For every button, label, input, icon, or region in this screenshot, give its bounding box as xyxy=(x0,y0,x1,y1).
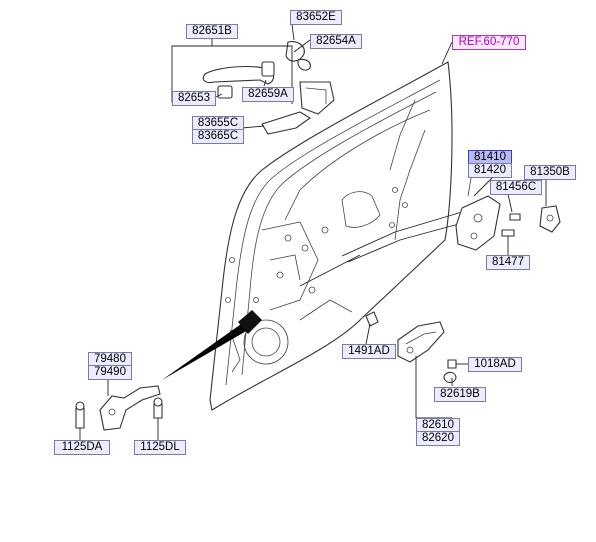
part-label-82620[interactable]: 82620 xyxy=(416,431,460,446)
part-label-82651b[interactable]: 82651B xyxy=(186,24,238,39)
part-label-81456c[interactable]: 81456C xyxy=(490,180,542,195)
part-label-82654a[interactable]: 82654A xyxy=(310,34,362,49)
leader-81410 xyxy=(473,175,495,197)
part-label-83652e[interactable]: 83652E xyxy=(290,10,342,25)
part-label-82653[interactable]: 82653 xyxy=(172,91,216,106)
part-label-83655c[interactable]: 83655C xyxy=(192,116,244,131)
part-label-1125da[interactable]: 1125DA xyxy=(54,440,110,455)
door-checker-group xyxy=(75,385,163,431)
part-label-81350b[interactable]: 81350B xyxy=(524,165,576,180)
leader-82651b-b xyxy=(212,45,293,104)
part-label-81420[interactable]: 81420 xyxy=(468,163,512,178)
part-label-1125dl[interactable]: 1125DL xyxy=(134,440,186,455)
part-label-82659a[interactable]: 82659A xyxy=(242,87,294,102)
door-panel xyxy=(209,61,467,411)
part-label-1018ad[interactable]: 1018AD xyxy=(468,357,522,372)
reference-label[interactable]: REF.60-770 xyxy=(452,35,526,50)
part-label-81477[interactable]: 81477 xyxy=(486,255,530,270)
part-label-79490[interactable]: 79490 xyxy=(88,365,132,380)
part-label-1491ad[interactable]: 1491AD xyxy=(342,344,396,359)
part-label-82610[interactable]: 82610 xyxy=(416,418,460,433)
outside-handle-group xyxy=(202,23,335,135)
inside-handle-group xyxy=(365,311,457,384)
part-label-83665c[interactable]: 83665C xyxy=(192,129,244,144)
latch-group xyxy=(455,167,561,251)
part-label-81410[interactable]: 81410 xyxy=(468,150,512,165)
part-label-79480[interactable]: 79480 xyxy=(88,352,132,367)
part-label-82619b[interactable]: 82619B xyxy=(434,387,486,402)
